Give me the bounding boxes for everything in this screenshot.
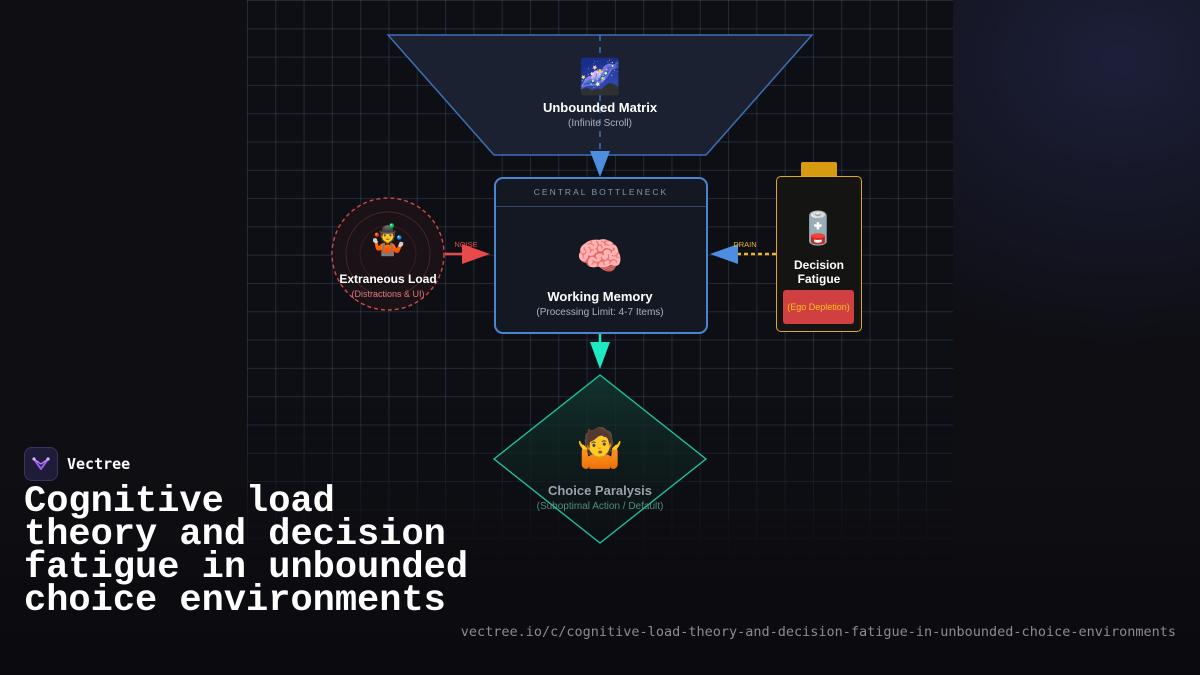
working-memory-subtitle: (Processing Limit: 4-7 Items) <box>536 307 664 318</box>
choice-paralysis-title: Choice Paralysis <box>547 483 653 498</box>
bottleneck-header: CENTRAL BOTTLENECK <box>496 179 706 207</box>
low-battery-icon: 🪫 <box>798 210 838 246</box>
funnel-subtitle: (Infinite Scroll) <box>568 118 632 129</box>
decision-fatigue-title-line1: Decision <box>793 258 844 272</box>
extraneous-load-node <box>331 197 445 311</box>
decision-fatigue-label: Decision Fatigue <box>778 258 860 286</box>
brain-icon: 🧠 <box>576 236 624 278</box>
working-memory-title: Working Memory <box>547 289 653 304</box>
brand[interactable]: Vectree <box>24 447 130 481</box>
extraneous-load-label: Extraneous Load (Distractions & UI) <box>328 272 448 299</box>
vectree-logo-icon <box>24 447 58 481</box>
choice-paralysis-diamond <box>492 374 708 544</box>
decision-fatigue-title-line2: Fatigue <box>797 272 841 286</box>
funnel-label: Unbounded Matrix (Infinite Scroll) <box>480 100 720 129</box>
extraneous-load-title: Extraneous Load <box>339 272 437 286</box>
noise-edge-arrowhead <box>462 244 490 264</box>
battery-cap <box>801 162 837 177</box>
drain-edge-label: DRAIN <box>733 240 756 249</box>
noise-edge-label: NOISE <box>454 240 477 249</box>
working-memory-box: CENTRAL BOTTLENECK <box>494 177 708 334</box>
page-title: Cognitive load theory and decision fatig… <box>24 481 469 622</box>
arrow-memory-to-paralysis <box>590 342 610 369</box>
brand-name: Vectree <box>67 455 131 473</box>
arrow-funnel-to-memory <box>590 151 610 177</box>
extraneous-load-subtitle: (Distractions & UI) <box>351 289 425 299</box>
funnel-title: Unbounded Matrix <box>542 100 658 115</box>
galaxy-icon: 🌌 <box>578 58 622 96</box>
working-memory-label: Working Memory (Processing Limit: 4-7 It… <box>496 289 704 318</box>
article-url[interactable]: vectree.io/c/cognitive-load-theory-and-d… <box>460 624 1176 640</box>
drain-edge-arrowhead <box>710 244 738 264</box>
choice-paralysis-subtitle: (Suboptimal Action / Default) <box>536 501 664 512</box>
juggler-icon: 🤹 <box>369 224 407 257</box>
ego-depletion-badge: (Ego Depletion) <box>783 290 854 324</box>
shrug-icon: 🤷 <box>576 428 624 470</box>
choice-paralysis-label: Choice Paralysis (Suboptimal Action / De… <box>510 483 690 512</box>
